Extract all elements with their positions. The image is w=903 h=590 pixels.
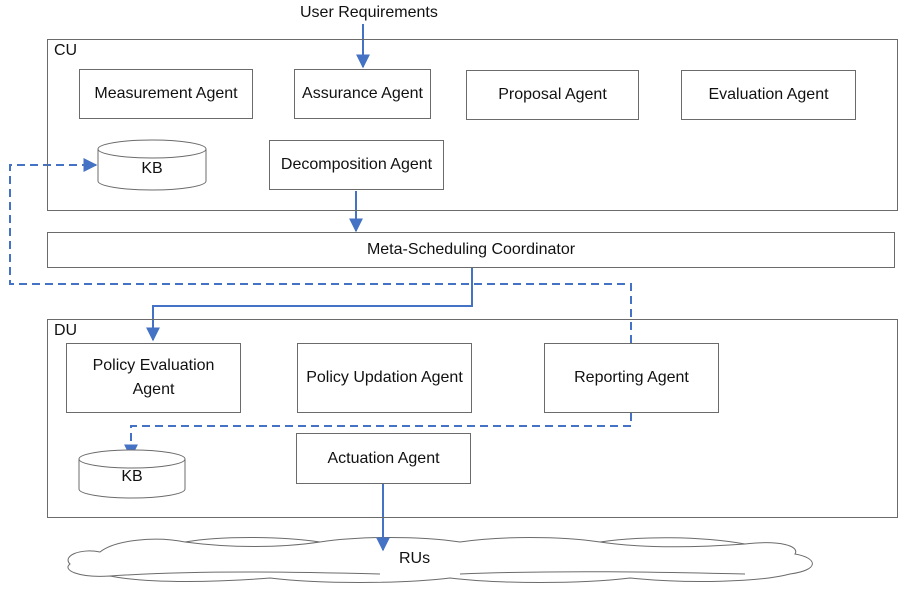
decomposition-agent-box: Decomposition Agent [269,140,444,190]
cu-kb-label: KB [141,160,163,177]
du-label: DU [54,322,78,339]
cu-group [47,39,898,211]
arrow-coordinator-to-policy-evaluation [146,268,473,342]
policy-evaluation-agent-box: Policy Evaluation Agent [66,343,241,413]
evaluation-agent-box: Evaluation Agent [681,70,856,120]
rus-label: RUs [399,550,431,567]
meta-scheduling-coordinator-box: Meta-Scheduling Coordinator [47,232,895,268]
actuation-agent-box: Actuation Agent [296,433,471,484]
proposal-agent-box: Proposal Agent [466,70,639,120]
dashed-reporting-to-du-kb [124,413,632,459]
policy-updation-agent-box: Policy Updation Agent [297,343,472,413]
reporting-agent-box: Reporting Agent [544,343,719,413]
dashed-reporting-to-cu-kb [9,158,632,343]
user-requirements-label: User Requirements [300,4,438,21]
cu-label: CU [54,42,78,59]
du-kb-label: KB [121,468,143,485]
du-kb-cylinder [78,449,186,499]
cu-kb-cylinder [97,139,207,191]
du-group [47,319,898,518]
rus-cloud [67,537,813,583]
assurance-agent-box: Assurance Agent [294,69,431,119]
measurement-agent-box: Measurement Agent [79,69,253,119]
